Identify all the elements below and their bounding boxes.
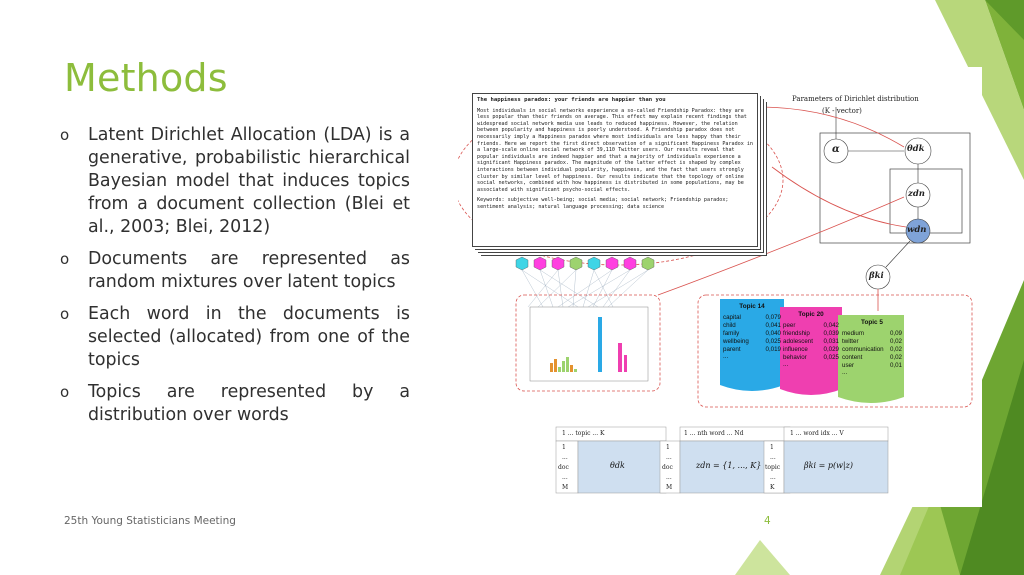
matrix-row-label: M	[666, 484, 673, 491]
plate-outer	[819, 132, 971, 244]
bullet-marker: o	[60, 126, 70, 144]
w-label: wdn	[907, 225, 927, 235]
word-node	[515, 256, 529, 271]
bullet-text: Documents are represented as random mixt…	[88, 249, 410, 292]
theta-label: θdk	[907, 144, 925, 154]
bullet-text: Latent Dirichlet Allocation (LDA) is a g…	[88, 125, 410, 237]
deco-top-right-dark	[985, 0, 1024, 40]
bullet-list: o Latent Dirichlet Allocation (LDA) is a …	[60, 124, 410, 436]
word-node	[605, 256, 619, 271]
matrix-row-label: ...	[562, 454, 568, 461]
bullet-text: Each word in the documents is selected (…	[88, 304, 410, 370]
footer-text: 25th Young Statisticians Meeting	[64, 515, 236, 527]
word-connectors	[521, 269, 649, 308]
matrix-row-label: 1	[770, 444, 774, 451]
matrix-formula: zdn = {1, ..., K}	[696, 461, 762, 470]
topic-name: Topic 20	[798, 311, 824, 318]
lda-figure: The happiness paradox: your friends are …	[458, 67, 982, 507]
topics-frame	[697, 294, 973, 408]
matrix-row-label: topic	[765, 464, 781, 471]
matrix-row-label: ...	[666, 454, 672, 461]
topic-name: Topic 14	[739, 303, 765, 310]
matrix-header: 1 ... topic ... K	[562, 430, 605, 437]
matrix-row-label: M	[562, 484, 569, 491]
matrix-header: 1 ... word idx ... V	[790, 430, 844, 437]
bullet-marker: o	[60, 250, 70, 268]
matrix-header: 1 ... nth word ... Nd	[684, 430, 744, 437]
document-title: The happiness paradox: your friends are …	[477, 97, 666, 103]
word-node	[551, 256, 565, 271]
deco-bottom-light	[880, 470, 960, 575]
matrix-row-label: ...	[770, 474, 776, 481]
histogram-plot	[529, 306, 649, 382]
matrix-row-label: 1	[562, 444, 566, 451]
bullet-item: o Each word in the documents is selected …	[60, 303, 410, 372]
matrix-row-label: ...	[770, 454, 776, 461]
matrix-row-label: 1	[666, 444, 670, 451]
document-keywords: Keywords: subjective well-being; social …	[477, 197, 729, 210]
matrix-row-label: ...	[666, 474, 672, 481]
figure-graphics	[458, 94, 973, 494]
beta-label: βki	[869, 271, 884, 281]
histogram-bars	[550, 317, 627, 372]
deco-bottom-right-dark	[960, 360, 1024, 575]
word-node	[641, 256, 655, 271]
z-label: zdn	[908, 189, 925, 199]
word-node	[587, 256, 601, 271]
matrix-row-label: doc	[662, 464, 673, 471]
bullet-marker: o	[60, 383, 70, 401]
matrix-formula: θdk	[610, 461, 625, 470]
matrix-formula: βki = p(w|z)	[804, 461, 853, 470]
bullet-item: o Topics are represented by a distributio…	[60, 381, 410, 427]
alpha-label: α	[832, 144, 840, 155]
deco-bottom-small	[735, 540, 790, 575]
plate-arrows	[835, 107, 919, 268]
red-arrows	[657, 106, 907, 311]
histogram-frame	[515, 294, 661, 392]
dirichlet-header: Parameters of Dirichlet distribution	[792, 95, 919, 103]
matrices	[555, 426, 889, 494]
word-node	[569, 256, 583, 271]
word-node	[533, 256, 547, 271]
dirichlet-subheader: (K - vector)	[822, 107, 862, 115]
bullet-item: o Latent Dirichlet Allocation (LDA) is a …	[60, 124, 410, 239]
matrix-row-label: ...	[562, 474, 568, 481]
bullet-item: o Documents are represented as random mix…	[60, 248, 410, 294]
document-body: Most individuals in social networks expe…	[477, 107, 754, 193]
bullet-marker: o	[60, 305, 70, 323]
bullet-text: Topics are represented by a distribution…	[88, 382, 410, 425]
page-number: 4	[764, 515, 771, 527]
topic-card-shape	[838, 315, 904, 403]
matrix-row-label: K	[770, 484, 775, 491]
slide-title: Methods	[64, 56, 228, 100]
topic-name: Topic 5	[861, 319, 883, 326]
document-card: The happiness paradox: your friends are …	[472, 93, 758, 247]
word-node	[623, 256, 637, 271]
matrix-row-label: doc	[558, 464, 569, 471]
topic-card-shape	[780, 307, 842, 395]
word-nodes	[515, 256, 655, 271]
topic-card-shape	[720, 299, 784, 391]
